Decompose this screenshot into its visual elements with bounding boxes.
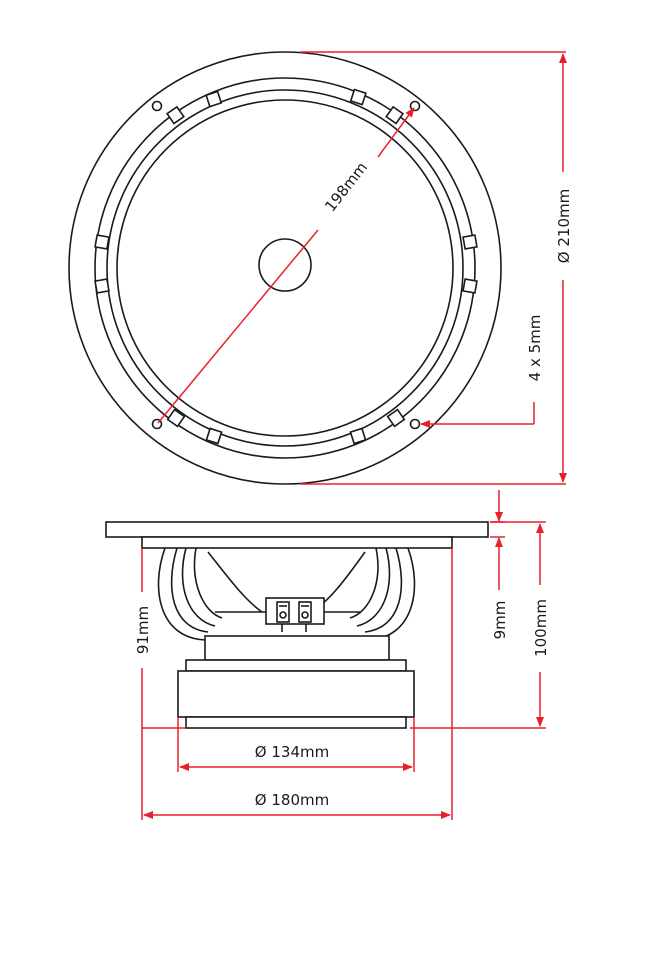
- top-plate: [204, 635, 390, 661]
- mounting-depth-dimension: 91mm: [134, 548, 186, 729]
- outer-diameter-label: Ø 210mm: [555, 189, 573, 263]
- inner-flange-ring: [94, 77, 476, 459]
- magnet-diameter-label: Ø 134mm: [255, 743, 329, 761]
- mounting-depth-label: 91mm: [134, 606, 152, 654]
- mounting-holes-label: 4 x 5mm: [526, 315, 544, 382]
- flange-thickness-label: 9mm: [491, 601, 509, 640]
- surround-outer: [106, 89, 464, 447]
- inner-diameter-label: 198mm: [321, 159, 371, 216]
- side-view: 9mm 100mm 91mm Ø 134mm: [105, 490, 550, 820]
- mounting-clips: [94, 88, 478, 445]
- outer-flange: [68, 51, 502, 485]
- basket-diameter-dimension: Ø 180mm: [141, 548, 453, 820]
- back-plate: [185, 716, 407, 729]
- gasket-ring: [141, 536, 453, 549]
- mounting-holes: [151, 100, 421, 430]
- outer-diameter-dimension: Ø 210mm: [300, 51, 573, 485]
- front-flange: [105, 521, 489, 538]
- total-depth-label: 100mm: [532, 599, 550, 657]
- flange-thickness-dimension: 9mm: [490, 490, 509, 639]
- magnet: [177, 670, 415, 718]
- surround-inner: [116, 99, 454, 437]
- dust-cap: [258, 238, 312, 292]
- inner-diameter-dimension: 198mm: [157, 107, 415, 424]
- basket-frame: [157, 547, 416, 641]
- total-depth-dimension: 100mm: [410, 521, 550, 729]
- mounting-holes-dimension: 4 x 5mm: [420, 315, 544, 428]
- terminal-block: [265, 597, 325, 632]
- front-view: 198mm Ø 210mm 4 x 5mm: [68, 51, 573, 485]
- magnet-diameter-dimension: Ø 134mm: [177, 717, 415, 772]
- basket-diameter-label: Ø 180mm: [255, 791, 329, 809]
- spacer-ring: [185, 659, 407, 672]
